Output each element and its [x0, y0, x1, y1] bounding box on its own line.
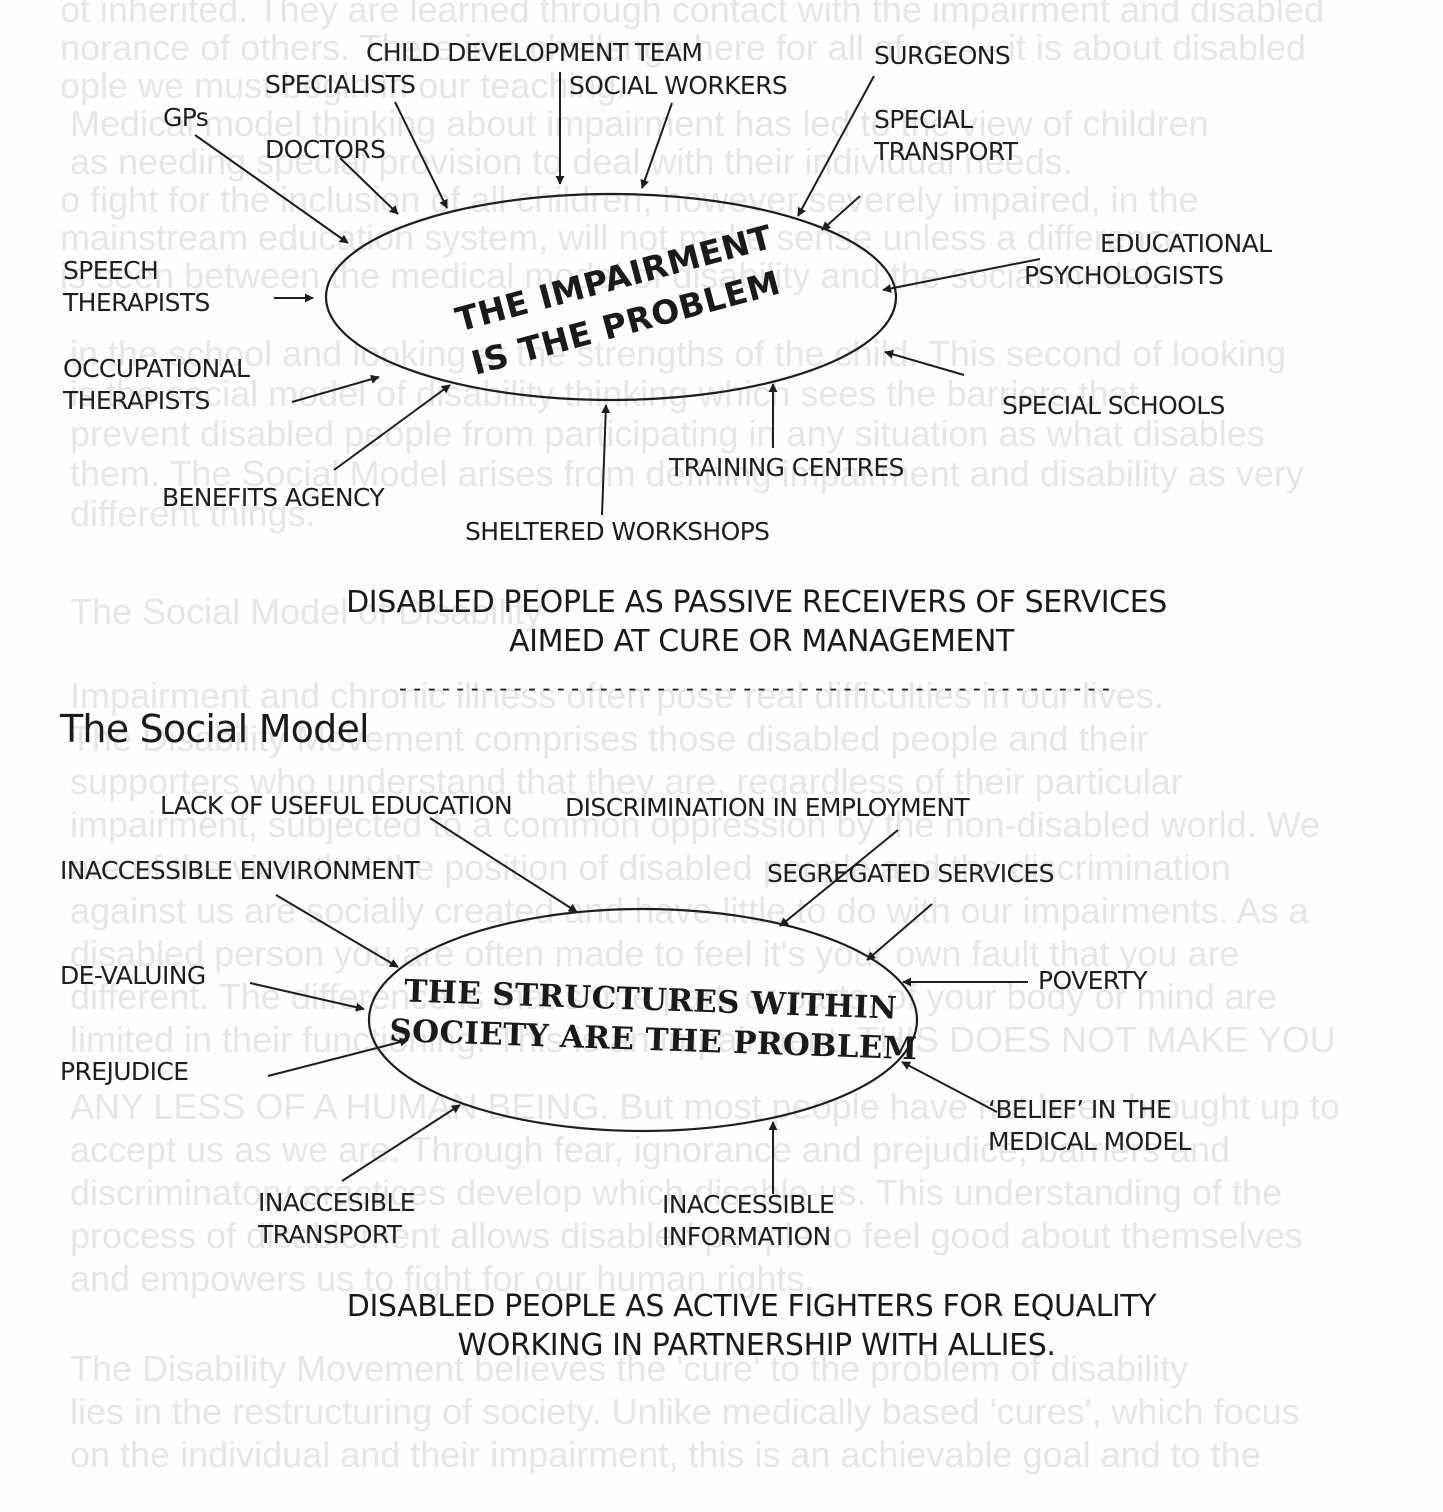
label-line: TRANSPORT	[258, 1220, 402, 1249]
label-benefits-agency: BENEFITS AGENCY	[162, 483, 385, 512]
label-prejudice: PREJUDICE	[60, 1057, 189, 1086]
label-poverty: POVERTY	[1038, 966, 1148, 995]
show-through-line: o fight for the inclusion of all childre…	[60, 179, 1199, 220]
social-model-heading: The Social Model	[60, 707, 370, 751]
show-through-line: ot inherited. They are learned through c…	[60, 0, 1325, 30]
show-through-line: them. The Social Model arises from defin…	[70, 453, 1304, 494]
label-belief-in-medical-model: ‘BELIEF’ IN THE MEDICAL MODEL	[988, 1094, 1191, 1158]
arrow-special-transport	[821, 195, 861, 231]
show-through-line: ANY LESS OF A HUMAN BEING. But most peop…	[70, 1086, 1341, 1127]
caption-line: AIMED AT CURE OR MANAGEMENT	[509, 624, 1014, 659]
show-through-line: are of the view that the position of dis…	[70, 847, 1231, 888]
social-model-ellipse	[367, 907, 919, 1133]
show-through-line: The Disability Movement comprises those …	[70, 718, 1149, 759]
show-through-line: ople we must begin in our teaching.	[60, 65, 627, 106]
label-doctors: DOCTORS	[265, 135, 386, 164]
label-social-workers: SOCIAL WORKERS	[569, 71, 788, 100]
arrow-occupational-therapists	[291, 374, 380, 403]
label-line: TRANSPORT	[874, 137, 1018, 166]
label-child-development-team: CHILD DEVELOPMENT TEAM	[366, 38, 703, 67]
label-line: SPEECH	[63, 256, 159, 285]
label-training-centres: TRAINING CENTRES	[669, 453, 904, 482]
arrow-segregated-services	[866, 903, 933, 961]
show-through-line: different. The difference is that some p…	[70, 976, 1277, 1017]
medical-model-ellipse	[324, 192, 898, 402]
arrow-de-valuing	[249, 982, 365, 1012]
label-surgeons: SURGEONS	[874, 41, 1011, 70]
show-through-line: supporters who understand that they are,…	[70, 761, 1183, 802]
label-educational-psychologists: EDUCATIONAL PSYCHOLOGISTS	[1024, 228, 1272, 292]
label-inaccessible-environment: INACCESSIBLE ENVIRONMENT	[60, 856, 420, 885]
show-through-line: is seen between the medical model of dis…	[60, 255, 1161, 296]
show-through-line: mainstream education system, will not ma…	[60, 217, 1184, 258]
show-through-line: Medical model thinking about impairment …	[70, 103, 1209, 144]
label-line: THERAPISTS	[63, 288, 210, 317]
label-inaccessible-information: INACCESSIBLE INFORMATION	[662, 1189, 835, 1253]
caption-line: DISABLED PEOPLE AS ACTIVE FIGHTERS FOR E…	[346, 1289, 1157, 1324]
label-line: INACCESIBLE	[258, 1188, 416, 1217]
arrow-special-schools	[884, 349, 965, 376]
label-line: ‘BELIEF’ IN THE	[988, 1095, 1172, 1124]
label-gps: GPs	[163, 103, 209, 132]
show-through-line: and empowers us to fight for our human r…	[70, 1258, 815, 1299]
arrow-belief-in-medical-model	[901, 1061, 998, 1113]
label-inaccesible-transport: INACCESIBLE TRANSPORT	[258, 1187, 416, 1251]
social-model-caption: DISABLED PEOPLE AS ACTIVE FIGHTERS FOR E…	[0, 1287, 1443, 1365]
show-through-line: limited in their functioning. This is an…	[70, 1019, 1336, 1060]
show-through-line: as needing special provision to deal wit…	[70, 141, 1073, 182]
arrow-gps	[194, 134, 349, 244]
arrow-prejudice	[267, 1037, 409, 1077]
show-through-line: The Disability Movement believes the 'cu…	[70, 1348, 1189, 1389]
medical-model-caption: DISABLED PEOPLE AS PASSIVE RECEIVERS OF …	[0, 583, 1443, 661]
label-special-schools: SPECIAL SCHOOLS	[1002, 391, 1225, 420]
show-through-line: impairment, subjected to a common oppres…	[70, 804, 1320, 845]
label-line: MEDICAL MODEL	[988, 1127, 1191, 1156]
show-through-line: different things.	[70, 493, 316, 534]
arrow-doctors	[339, 157, 399, 215]
arrow-educational-psychologists	[882, 258, 1041, 293]
label-line: INACCESSIBLE	[662, 1190, 835, 1219]
label-segregated-services: SEGREGATED SERVICES	[767, 859, 1054, 888]
caption-line: WORKING IN PARTNERSHIP WITH ALLIES.	[457, 1328, 1056, 1363]
show-through-line: The Social Model of Disability	[70, 591, 543, 632]
show-through-line: lies in the restructuring of society. Un…	[70, 1391, 1300, 1432]
label-line: THERAPISTS	[63, 386, 210, 415]
show-through-line: norance of others. There is a challenge …	[60, 27, 1307, 68]
show-through-line: Impairment and chronic illness often pos…	[70, 675, 1164, 716]
label-line: OCCUPATIONAL	[63, 354, 250, 383]
show-through-line: prevent disabled people from participati…	[70, 413, 1265, 454]
show-through-line: accept us as we are. Through fear, ignor…	[70, 1129, 1231, 1170]
arrow-benefits-agency	[333, 384, 451, 471]
section-divider: ----------------------------------------…	[396, 676, 1114, 702]
label-discrimination-in-employment: DISCRIMINATION IN EMPLOYMENT	[565, 793, 970, 822]
show-through-line: disabled person you are often made to fe…	[70, 933, 1240, 974]
label-line: PSYCHOLOGISTS	[1024, 261, 1224, 290]
show-through-line: process of disablement allows disabled p…	[70, 1215, 1303, 1256]
caption-line: DISABLED PEOPLE AS PASSIVE RECEIVERS OF …	[346, 585, 1167, 620]
label-special-transport: SPECIAL TRANSPORT	[874, 104, 1018, 168]
label-speech-therapists: SPEECH THERAPISTS	[63, 255, 210, 319]
label-occupational-therapists: OCCUPATIONAL THERAPISTS	[63, 353, 250, 417]
arrow-surgeons	[797, 75, 875, 217]
show-through-line: discriminatory practices develop which d…	[70, 1172, 1282, 1213]
arrow-specialists	[394, 101, 448, 209]
arrow-discrimination-in-employment	[779, 829, 899, 927]
label-specialists: SPECIALISTS	[265, 70, 416, 99]
arrow-social-workers	[640, 102, 673, 189]
arrow-inaccessible-environment	[275, 894, 399, 968]
show-through-line: on the individual and their impairment, …	[70, 1434, 1261, 1475]
label-line: SPECIAL	[874, 105, 973, 134]
arrow-inaccesible-transport	[341, 1104, 461, 1182]
label-lack-of-useful-education: LACK OF USEFUL EDUCATION	[160, 791, 513, 820]
label-line: INFORMATION	[662, 1222, 831, 1251]
label-sheltered-workshops: SHELTERED WORKSHOPS	[465, 517, 770, 546]
label-line: EDUCATIONAL	[1100, 229, 1272, 258]
show-through-line: in the school and looking at the strengt…	[70, 333, 1287, 374]
arrow-lack-of-useful-education	[429, 817, 578, 913]
arrow-sheltered-workshops	[601, 404, 611, 516]
label-de-valuing: DE-VALUING	[60, 961, 206, 990]
